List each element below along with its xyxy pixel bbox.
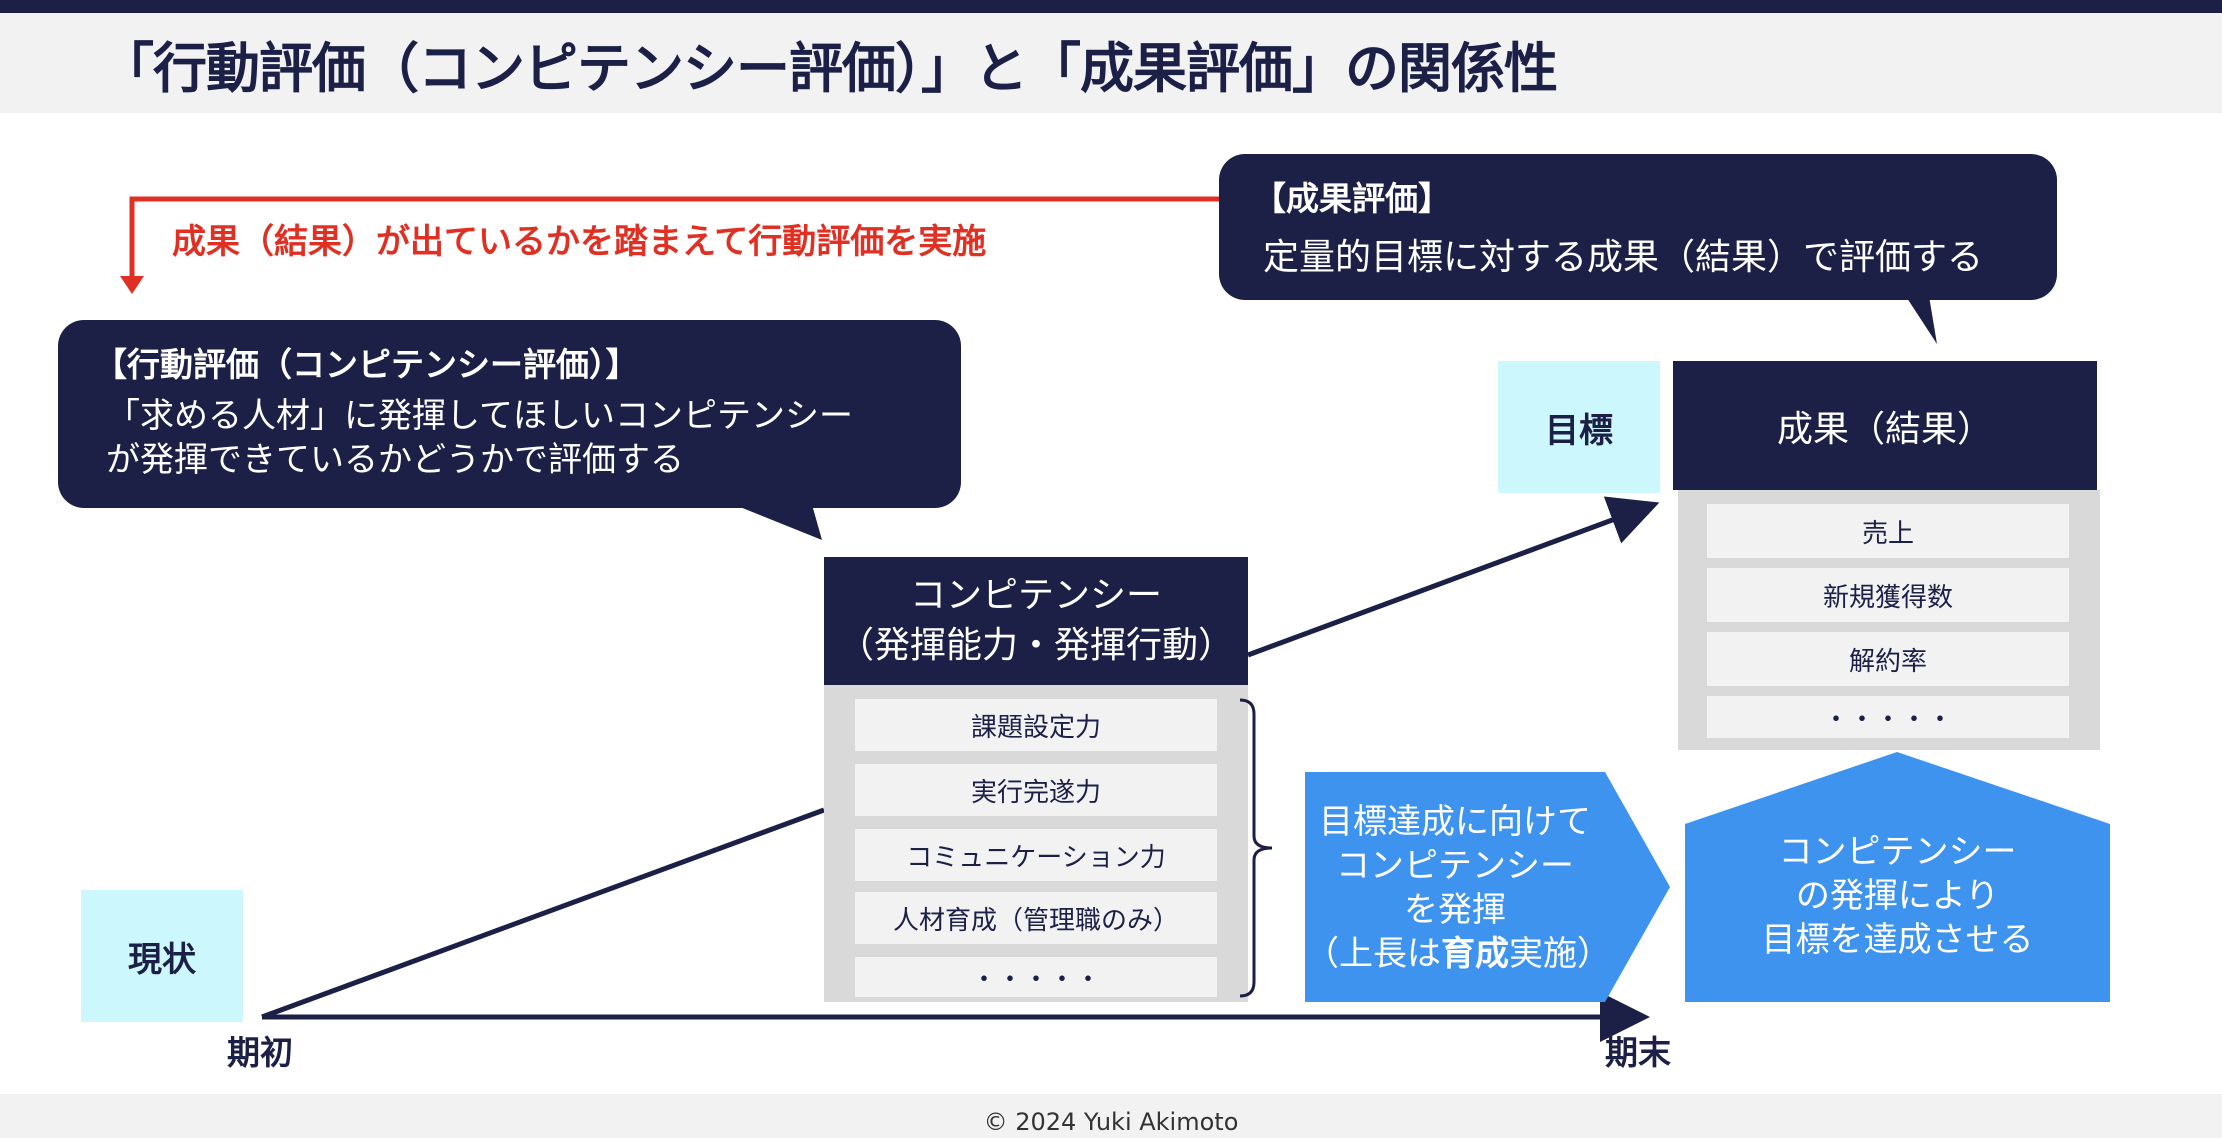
result-item: ・・・・・ (1707, 696, 2069, 738)
result-item: 新規獲得数 (1707, 568, 2069, 622)
behavior-bubble-line2: が発揮できているかどうかで評価する (106, 440, 684, 480)
competency-item: 人材育成（管理職のみ） (855, 892, 1217, 944)
feedback-note: 成果（結果）が出ているかを踏まえて行動評価を実施 (172, 222, 987, 262)
upward-arrow-text: コンピテンシー の発揮により 目標を達成させる (1685, 830, 2110, 962)
middle-arrow-text: 目標達成に向けて コンピテンシー を発揮 （上長は育成実施） (1305, 800, 1611, 976)
result-bubble-title: 【成果評価】 (1253, 179, 1451, 218)
result-bubble-tail (1905, 290, 1937, 344)
top-bar (0, 0, 2222, 13)
competency-item: 課題設定力 (855, 699, 1217, 751)
bracket-icon (1239, 698, 1273, 998)
competency-item: ・・・・・ (855, 957, 1217, 997)
footer-band (0, 1094, 2222, 1138)
competency-list: 課題設定力 実行完遂力 コミュニケーション力 人材育成（管理職のみ） ・・・・・ (824, 685, 1248, 1002)
middle-arrow-line4: （上長は育成実施） (1305, 934, 1611, 974)
up-arrow-line1: コンピテンシー (1778, 832, 2017, 872)
middle-arrow-line1: 目標達成に向けて (1319, 802, 1591, 842)
up-arrow-line3: 目標を達成させる (1761, 920, 2034, 960)
competency-item: 実行完遂力 (855, 764, 1217, 816)
feedback-arrowhead (120, 276, 144, 294)
middle-chevron-arrow (1305, 772, 1670, 1002)
result-item: 売上 (1707, 504, 2069, 558)
competency-header-line2: （発揮能力・発揮行動） (837, 625, 1234, 666)
results-header: 成果（結果） (1673, 361, 2097, 490)
behavior-bubble-line1: 「求める人材」に発揮してほしいコンピテンシー (106, 396, 853, 436)
competency-header-line1: コンピテンシー (909, 575, 1162, 616)
result-evaluation-bubble: 【成果評価】 定量的目標に対する成果（結果）で評価する (1219, 154, 2057, 300)
result-bubble-text: 定量的目標に対する成果（結果）で評価する (1263, 237, 1984, 278)
current-state-tag: 現状 (81, 890, 243, 1022)
results-list: 売上 新規獲得数 解約率 ・・・・・ (1678, 490, 2100, 750)
upward-arrow (1685, 752, 2110, 1002)
behavior-bubble-title: 【行動評価（コンピテンシー評価）】 (94, 345, 639, 384)
period-end-label: 期末 (1605, 1033, 1671, 1072)
header-band (0, 13, 2222, 113)
growth-line-upper (1247, 496, 1660, 658)
copyright: © 2024 Yuki Akimoto (983, 1108, 1239, 1136)
middle-arrow-line3: を発揮 (1404, 890, 1506, 930)
page-title: 「行動評価（コンピテンシー評価）」と「成果評価」の関係性 (100, 37, 1558, 100)
period-start-label: 期初 (227, 1033, 293, 1072)
results-header-text: 成果（結果） (1776, 408, 1993, 450)
result-item: 解約率 (1707, 632, 2069, 686)
competency-header: コンピテンシー （発揮能力・発揮行動） (824, 557, 1248, 685)
middle-arrow-line2: コンピテンシー (1336, 846, 1574, 886)
competency-item: コミュニケーション力 (855, 829, 1217, 881)
goal-tag: 目標 (1498, 361, 1660, 493)
behavior-evaluation-bubble: 【行動評価（コンピテンシー評価）】 「求める人材」に発揮してほしいコンピテンシー… (58, 320, 961, 508)
growth-line-lower (261, 807, 825, 1020)
up-arrow-line2: の発揮により (1795, 876, 2000, 916)
feedback-arrow (129, 196, 1220, 280)
